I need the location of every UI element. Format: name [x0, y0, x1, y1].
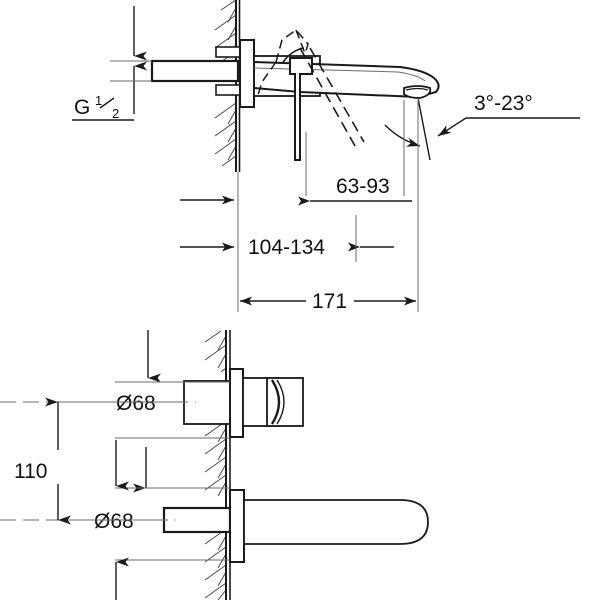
thread-label-G: G [74, 96, 90, 119]
handle-body-plan [183, 380, 233, 425]
spout-escutcheon-plan [229, 489, 245, 563]
handle-assembly-plan [183, 368, 304, 438]
fraction-slash [99, 97, 115, 109]
upper-dia-label: Ø68 [116, 392, 156, 415]
spout-body-plan [243, 499, 429, 545]
handle-escutcheon-plan [229, 368, 244, 438]
lower-dia-label: Ø68 [94, 510, 134, 533]
angle-callout: 3°-23° [437, 92, 580, 137]
height-label: 104-134 [248, 236, 325, 259]
plan-extension-arrows [115, 330, 230, 600]
wall-hatch-upper [214, 0, 237, 167]
handle-pivot-arc [282, 47, 305, 63]
spout-outlet-inner-line [405, 87, 429, 91]
spout-outlet-lip [403, 85, 432, 99]
projection-dim: 171 [237, 160, 419, 313]
projection-label: 171 [312, 290, 347, 313]
thread-label-denominator: 2 [112, 106, 119, 121]
reach-label: 63-93 [336, 175, 390, 198]
spout-inlet-plan [162, 506, 232, 534]
lever-handle-raised-phantom [257, 28, 309, 96]
thread-label-numerator: 1 [95, 93, 102, 108]
center-distance-dim: 110 [14, 397, 184, 525]
inlet-pipe [150, 59, 240, 83]
side-elevation-view: G 1 2 3°-23° 63-93 104-134 [72, 0, 580, 313]
stream-phantom-lines [299, 47, 365, 147]
thread-callout: G 1 2 [72, 6, 152, 121]
center-distance-label: 110 [14, 460, 47, 483]
height-dim: 104-134 [180, 195, 394, 262]
handle-lever-curve-plan [270, 379, 281, 425]
angle-label: 3°-23° [474, 92, 533, 115]
spout-top-edge-line [253, 67, 426, 82]
spout-assembly-plan [162, 489, 429, 563]
escutcheon-plate-side [239, 39, 255, 108]
lever-handle-side [289, 57, 313, 161]
plan-top-view: Ø68 Ø68 110 [0, 330, 429, 600]
handle-lever-curve-inner-plan [276, 379, 285, 425]
